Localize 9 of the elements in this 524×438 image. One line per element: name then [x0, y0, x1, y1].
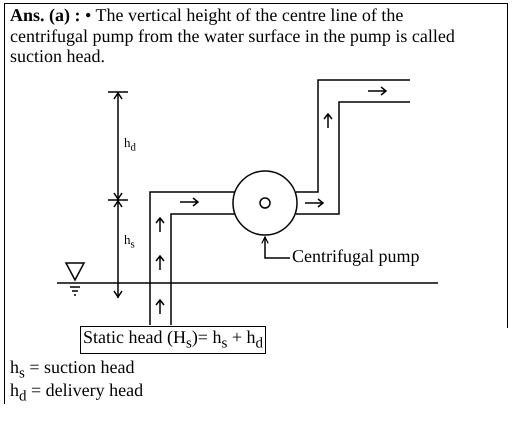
leader-line: [261, 236, 290, 259]
question-answer-text: Ans. (a) : • The vertical height of the centre line of the centrifugal pump from the water surface in the pump is called suction head.: [10, 5, 456, 68]
definition-text: h$_{d}$ = delivery head: [10, 380, 144, 406]
height-label: h$_{s}$: [124, 233, 135, 252]
height-label: h$_{d}$: [124, 136, 136, 154]
pump-circle: [232, 170, 298, 236]
definition-text: h$_{s}$ = suction head: [10, 357, 134, 383]
pump-label: Centrifugal pump: [292, 247, 420, 267]
formula-box: Static head (H$_{s}$)= h$_{s}$ + h$_{d}$: [80, 326, 266, 354]
